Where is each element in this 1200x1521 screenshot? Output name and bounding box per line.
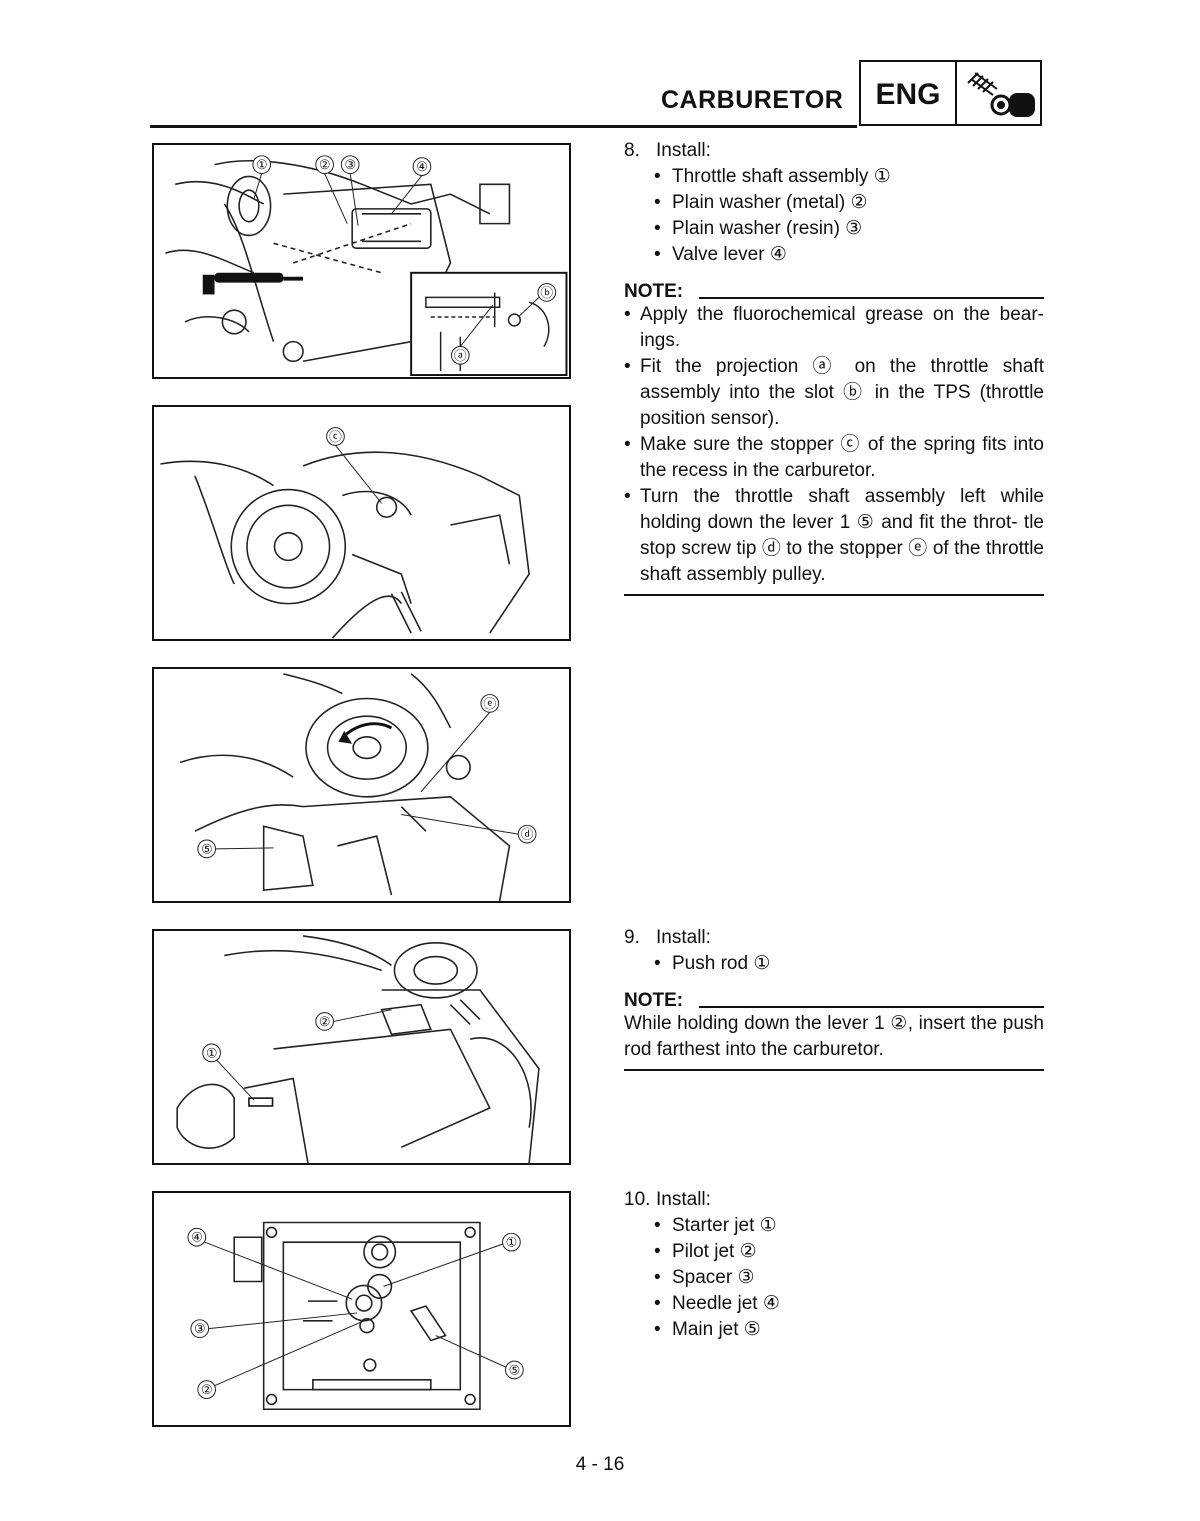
figure-throttle-shaft-install: ① ② ③ ④ ⓐ ⓑ bbox=[152, 143, 571, 379]
list-item: Fit the projection ⓐ on the throttle sha… bbox=[624, 354, 1044, 432]
step-number: 8. bbox=[624, 140, 640, 161]
step-8: 8. Install: Throttle shaft assembly ① Pla… bbox=[624, 138, 1044, 596]
callout-label: ⓑ bbox=[540, 285, 553, 300]
callout-label: ④ bbox=[191, 1230, 202, 1245]
note-label: NOTE: bbox=[624, 990, 684, 1011]
note-heading: NOTE: bbox=[624, 991, 1044, 1011]
note-text: While holding down the lever 1 ②, insert… bbox=[624, 1013, 1044, 1060]
list-item: Plain washer (resin) ③ bbox=[654, 216, 1044, 242]
callout-label: ④ bbox=[416, 159, 427, 174]
list-item: Main jet ⑤ bbox=[654, 1317, 1044, 1343]
callout-label: ② bbox=[319, 157, 330, 172]
list-item: Throttle shaft assembly ① bbox=[654, 164, 1044, 190]
list-item: Push rod ① bbox=[654, 951, 1044, 977]
note-end-rule bbox=[624, 594, 1044, 596]
list-item: Starter jet ① bbox=[654, 1213, 1044, 1239]
figure-push-rod: ② ① bbox=[152, 929, 571, 1165]
list-item: Apply the fluorochemical grease on the b… bbox=[624, 302, 1044, 354]
callout-label: ⓔ bbox=[483, 696, 496, 711]
list-item: Needle jet ④ bbox=[654, 1291, 1044, 1317]
list-item: Valve lever ④ bbox=[654, 242, 1044, 268]
figure-throttle-stop-screw: ⓔ ⓓ ⑤ bbox=[152, 667, 571, 903]
callout-label: ⓓ bbox=[521, 827, 534, 842]
header-rule bbox=[150, 125, 857, 128]
callout-label: ③ bbox=[344, 157, 355, 172]
callout-label: ② bbox=[319, 1014, 330, 1029]
list-item: Spacer ③ bbox=[654, 1265, 1044, 1291]
callout-label: ⑤ bbox=[201, 841, 212, 856]
list-item: Plain washer (metal) ② bbox=[654, 190, 1044, 216]
callout-label: ① bbox=[206, 1045, 217, 1060]
step-action: Install: bbox=[656, 927, 711, 948]
section-tab: ENG bbox=[859, 60, 1042, 126]
step-action: Install: bbox=[656, 140, 711, 161]
step-10: 10.Install: Starter jet ① Pilot jet ② Sp… bbox=[624, 1187, 1044, 1343]
list-item: Make sure the stopper ⓒ of the spring fi… bbox=[624, 432, 1044, 484]
figure-jets: ④ ① ③ ② ⑤ bbox=[152, 1191, 571, 1427]
parts-list: Throttle shaft assembly ① Plain washer (… bbox=[624, 164, 1044, 268]
step-number: 9. bbox=[624, 927, 640, 948]
callout-label: ① bbox=[506, 1235, 517, 1250]
note-heading: NOTE: bbox=[624, 282, 1044, 302]
engine-piston-icon bbox=[957, 62, 1040, 124]
note-list: Apply the fluorochemical grease on the b… bbox=[624, 302, 1044, 588]
callout-label: ① bbox=[256, 157, 267, 172]
note-label: NOTE: bbox=[624, 281, 684, 302]
page-title: CARBURETOR bbox=[661, 86, 844, 114]
list-item: Pilot jet ② bbox=[654, 1239, 1044, 1265]
callout-label: ⓒ bbox=[329, 429, 342, 444]
callout-label: ② bbox=[201, 1382, 212, 1397]
step-number: 10. bbox=[624, 1189, 651, 1210]
section-label: ENG bbox=[861, 62, 957, 124]
callout-label: ⓐ bbox=[454, 348, 467, 363]
step-9: 9. Install: Push rod ① NOTE: While holdin… bbox=[624, 925, 1044, 1071]
parts-list: Starter jet ① Pilot jet ② Spacer ③ Needl… bbox=[624, 1213, 1044, 1343]
note-end-rule bbox=[624, 1069, 1044, 1071]
figure-spring-stopper: ⓒ bbox=[152, 405, 571, 641]
list-item: Turn the throttle shaft assembly left wh… bbox=[624, 484, 1044, 588]
callout-label: ⑤ bbox=[509, 1362, 520, 1377]
parts-list: Push rod ① bbox=[624, 951, 1044, 977]
page-number: 4 - 16 bbox=[575, 1454, 625, 1475]
callout-label: ③ bbox=[194, 1321, 205, 1336]
step-action: Install: bbox=[656, 1189, 711, 1210]
